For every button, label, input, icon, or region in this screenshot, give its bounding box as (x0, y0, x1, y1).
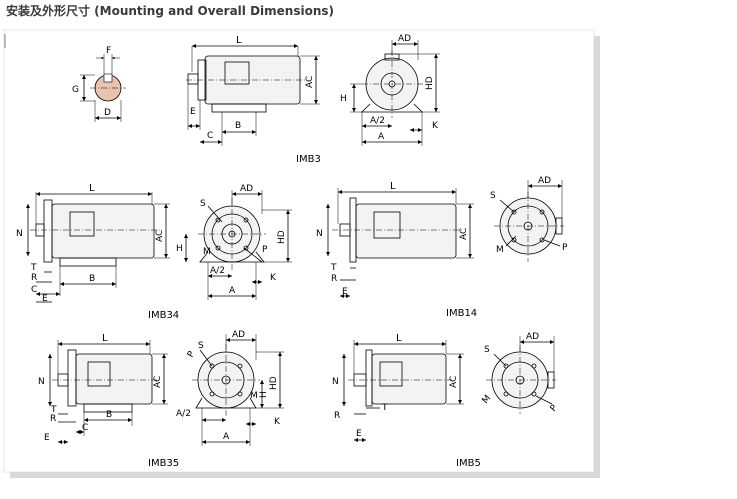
imb35-end-view: AD S P M HD H A/2 A K (176, 330, 284, 446)
imb34-label-l: L (89, 183, 95, 194)
imb34-label-b: B (89, 274, 95, 284)
imb14-label-s: S (490, 191, 496, 201)
imb35-label-t: T (50, 405, 57, 415)
imb3-label-c: C (207, 131, 213, 141)
imb3-label-ac: AC (305, 76, 315, 88)
imb35-label-c: C (82, 423, 88, 433)
imb34-side-view: L AC N T R C E B IMB34 (16, 183, 179, 321)
imb35-label-k: K (274, 417, 281, 427)
imb3-name: IMB3 (296, 154, 321, 165)
imb34-label-c: C (31, 285, 37, 295)
imb3-label-e: E (190, 107, 196, 117)
imb35-label-r: R (50, 414, 56, 424)
imb3-label-ad: AD (398, 34, 411, 44)
imb35-label-hd: HD (269, 376, 279, 390)
imb35-side-view: L AC N T R C E B IMB35 (38, 333, 179, 469)
imb34-end-view: AD S P M HD H A/2 A K (176, 184, 292, 300)
imb5-label-ac: AC (449, 376, 459, 388)
imb14-label-l: L (390, 181, 396, 192)
imb34-label-r: R (31, 273, 37, 283)
imb34-label-a2: A/2 (210, 266, 225, 276)
imb14-label-t: T (330, 263, 337, 273)
imb14-name: IMB14 (446, 308, 477, 319)
imb3-label-a: A (378, 132, 385, 142)
imb35-label-p: P (186, 349, 198, 359)
imb14-side-view: L AC N T R E IMB14 (316, 181, 477, 319)
imb14-label-n: N (316, 229, 323, 239)
imb5-label-ad: AD (526, 332, 539, 342)
imb34-label-m: M (203, 247, 211, 257)
imb35-label-n: N (38, 377, 45, 387)
imb34-label-a: A (229, 286, 236, 296)
shaft-section: F G D (72, 46, 126, 122)
imb34-name: IMB34 (148, 310, 179, 321)
imb14-label-e: E (342, 287, 348, 297)
imb35-label-h: H (259, 391, 269, 398)
imb34-label-h: H (176, 244, 183, 254)
imb34-label-hd: HD (277, 230, 287, 244)
shaft-label-d: D (104, 108, 111, 118)
imb34-label-n: N (16, 229, 23, 239)
imb14-end-view: AD S M P (490, 176, 568, 262)
imb14-label-ad: AD (538, 176, 551, 186)
imb5-label-s: S (484, 345, 490, 355)
imb3-label-b: B (235, 121, 241, 131)
imb3-label-k: K (432, 121, 439, 131)
imb35-label-b: B (106, 410, 112, 420)
imb5-label-p: P (549, 403, 561, 414)
imb35-name: IMB35 (148, 458, 179, 469)
imb35-label-ad: AD (232, 330, 245, 340)
imb5-label-r: R (334, 411, 340, 421)
imb34-label-p: P (262, 245, 268, 255)
imb34-label-k: K (270, 273, 277, 283)
imb5-label-e: E (356, 429, 362, 439)
imb34-label-s: S (200, 199, 206, 209)
imb14-label-p: P (562, 243, 568, 253)
imb5-name: IMB5 (456, 458, 481, 469)
imb3-label-hd: HD (425, 76, 435, 90)
page-title: 安装及外形尺寸 (Mounting and Overall Dimensions… (6, 4, 335, 18)
imb5-label-t: T (381, 403, 388, 413)
imb3-label-h: H (340, 94, 347, 104)
imb35-label-s: S (198, 341, 204, 351)
imb34-label-ac: AC (155, 230, 165, 242)
imb5-label-l: L (396, 333, 402, 344)
imb35-label-a2: A/2 (176, 409, 191, 419)
imb35-label-ac: AC (153, 376, 163, 388)
imb34-label-ad: AD (240, 184, 253, 194)
imb35-label-l: L (102, 333, 108, 344)
imb35-label-a: A (223, 432, 230, 442)
imb5-side-view: L AC N R T E IMB5 (332, 333, 481, 469)
imb35-label-e: E (44, 433, 50, 443)
shaft-label-g: G (72, 85, 79, 95)
imb3-side-view: L AC E B C IMB3 (186, 35, 321, 165)
shaft-keyway (103, 73, 113, 83)
imb3-label-a2: A/2 (370, 116, 385, 126)
imb14-label-r: R (331, 274, 337, 284)
imb5-label-n: N (332, 377, 339, 387)
imb34-label-t: T (30, 263, 37, 273)
imb14-label-m: M (496, 245, 504, 255)
imb3-end-view: AD HD H A/2 A K (340, 34, 440, 146)
imb3-label-l: L (236, 35, 242, 46)
imb35-label-m: M (250, 391, 258, 401)
shaft-label-f: F (106, 46, 111, 56)
imb34-label-e: E (42, 294, 48, 304)
imb14-label-ac: AC (459, 228, 469, 240)
